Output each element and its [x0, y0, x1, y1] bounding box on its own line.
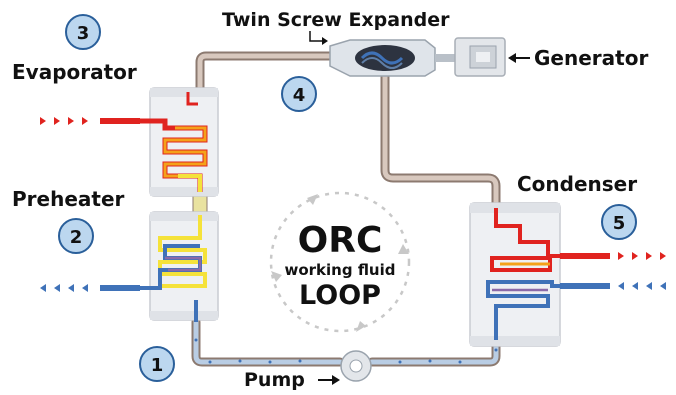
- pump-unit: [340, 350, 372, 382]
- svg-text:3: 3: [77, 23, 90, 44]
- svg-text:5: 5: [613, 213, 626, 234]
- preheater-label: Preheater: [12, 187, 125, 211]
- generator-label: Generator: [534, 46, 648, 70]
- preheater-unit: [128, 211, 219, 322]
- orc-title: ORC: [298, 220, 383, 261]
- condenser-label: Condenser: [517, 172, 637, 196]
- pump-label: Pump: [244, 369, 305, 391]
- step-badge-4: 4: [281, 76, 317, 112]
- condenser-unit: [469, 202, 580, 347]
- pipe-preheater-to-evaporator: [192, 193, 208, 215]
- expander-label-pointer: [309, 31, 322, 42]
- condenser-cold-inlet: [560, 282, 666, 290]
- step-badge-1: 1: [139, 346, 175, 382]
- step-badge-3: 3: [65, 14, 101, 50]
- evaporator-unit: [128, 87, 219, 197]
- step-badge-5: 5: [601, 204, 637, 240]
- svg-text:2: 2: [70, 227, 83, 248]
- orc-subtitle: working fluid: [285, 261, 396, 279]
- preheater-heat-outlet: [40, 284, 140, 292]
- svg-text:4: 4: [293, 85, 306, 106]
- svg-text:1: 1: [151, 355, 164, 376]
- evaporator-label: Evaporator: [12, 60, 137, 84]
- pipe-network: [191, 51, 501, 367]
- pipe-expander-to-condenser: [380, 70, 501, 211]
- twin-screw-expander: [329, 39, 455, 77]
- condenser-hot-outlet: [560, 252, 666, 260]
- generator-arrow: [508, 53, 530, 63]
- evaporator-heat-inlet: [40, 117, 140, 125]
- orc-loop-emblem: ORC working fluid LOOP: [269, 191, 411, 333]
- pump-arrow: [318, 375, 340, 385]
- expander-label: Twin Screw Expander: [222, 9, 450, 31]
- orc-loop-label: LOOP: [299, 280, 381, 311]
- step-badge-2: 2: [58, 218, 94, 254]
- generator-unit: [454, 37, 506, 77]
